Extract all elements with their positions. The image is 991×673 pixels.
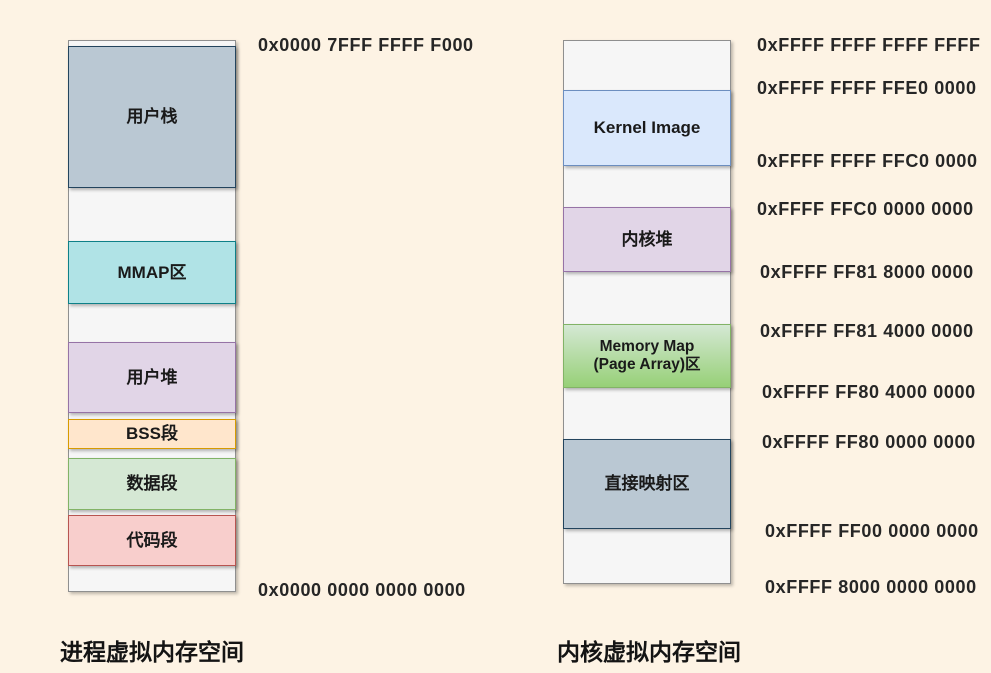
process-memory-column: 用户栈 MMAP区 用户堆 BSS段 数据段 代码段 (68, 40, 236, 592)
kernel-address-1: 0xFFFF FFFF FFE0 0000 (757, 78, 977, 98)
process-space-title: 进程虚拟内存空间 (60, 639, 244, 665)
segment-memory-map-page-array: Memory Map (Page Array)区 (563, 324, 731, 388)
segment-kernel-heap: 内核堆 (563, 207, 731, 272)
kernel-space-title: 内核虚拟内存空间 (557, 639, 741, 665)
segment-label: 直接映射区 (604, 474, 690, 494)
segment-bss: BSS段 (68, 419, 236, 449)
kernel-address-6: 0xFFFF FF80 4000 0000 (762, 382, 976, 402)
segment-code: 代码段 (68, 515, 236, 566)
segment-label: 用户栈 (126, 107, 178, 127)
kernel-address-3: 0xFFFF FFC0 0000 0000 (757, 199, 974, 219)
segment-label: 数据段 (126, 474, 178, 494)
kernel-address-9: 0xFFFF 8000 0000 0000 (765, 577, 977, 597)
segment-label: BSS段 (126, 424, 178, 444)
kernel-address-0: 0xFFFF FFFF FFFF FFFF (757, 35, 981, 55)
segment-label: 用户堆 (126, 367, 178, 387)
kernel-address-7: 0xFFFF FF80 0000 0000 (762, 432, 976, 452)
process-top-address: 0x0000 7FFF FFFF F000 (258, 35, 474, 55)
segment-mmap-area: MMAP区 (68, 241, 236, 304)
segment-label: Kernel Image (593, 118, 701, 138)
kernel-address-2: 0xFFFF FFFF FFC0 0000 (757, 151, 978, 171)
kernel-address-8: 0xFFFF FF00 0000 0000 (765, 521, 979, 541)
segment-label: 内核堆 (621, 229, 673, 249)
segment-label: MMAP区 (117, 262, 187, 282)
kernel-memory-column: Kernel Image 内核堆 Memory Map (Page Array)… (563, 40, 731, 584)
kernel-address-4: 0xFFFF FF81 8000 0000 (760, 262, 974, 282)
segment-label: 代码段 (126, 530, 178, 550)
segment-user-heap: 用户堆 (68, 342, 236, 413)
segment-user-stack: 用户栈 (68, 46, 236, 188)
segment-kernel-image: Kernel Image (563, 90, 731, 166)
segment-label: Memory Map (Page Array)区 (593, 338, 701, 373)
segment-data: 数据段 (68, 458, 236, 510)
process-bottom-address: 0x0000 0000 0000 0000 (258, 580, 466, 600)
kernel-address-5: 0xFFFF FF81 4000 0000 (760, 321, 974, 341)
segment-direct-mapping: 直接映射区 (563, 439, 731, 529)
